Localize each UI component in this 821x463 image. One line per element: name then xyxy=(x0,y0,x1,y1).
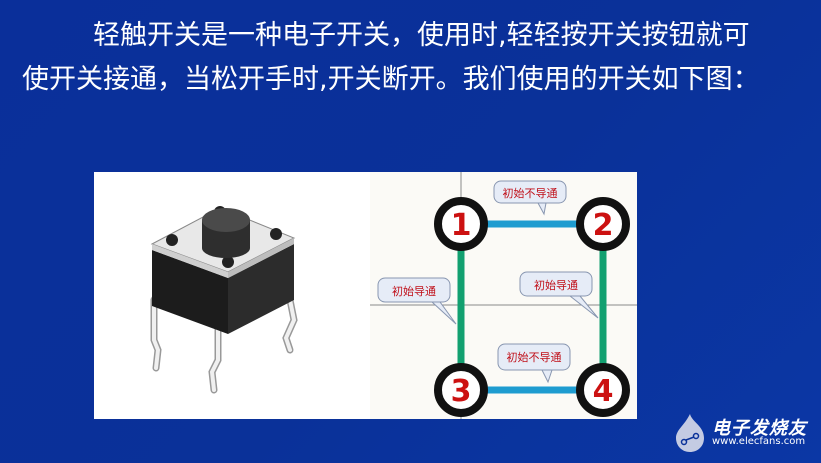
callout-left: 初始导通 xyxy=(377,277,457,325)
watermark: 电子发烧友 www.elecfans.com xyxy=(672,410,821,454)
svg-text:1: 1 xyxy=(451,208,472,243)
watermark-name: 电子发烧友 xyxy=(712,418,807,439)
callout-top: 初始不导通 xyxy=(493,180,567,216)
svg-text:初始不导通: 初始不导通 xyxy=(507,350,562,364)
pin-connection-diagram: 1 2 3 4 初始不导通 初始导通 初始导通 xyxy=(370,172,637,419)
pin-1: 1 xyxy=(434,197,488,251)
tactile-switch-photo xyxy=(94,172,370,419)
pin-3: 3 xyxy=(434,363,488,417)
svg-text:3: 3 xyxy=(451,374,472,409)
paragraph-line-2: 使开关接通，当松开手时,开关断开。我们使用的开关如下图： xyxy=(22,64,760,95)
svg-text:4: 4 xyxy=(593,374,614,409)
svg-text:2: 2 xyxy=(593,208,614,243)
svg-text:初始不导通: 初始不导通 xyxy=(503,186,558,200)
paragraph-line-1: 轻触开关是一种电子开关，使用时,轻轻按开关按钮就可 xyxy=(93,20,750,51)
elecfans-logo-icon xyxy=(676,414,704,452)
tactile-switch-icon xyxy=(150,206,298,394)
callout-right: 初始导通 xyxy=(519,271,599,319)
paragraph: 轻触开关是一种电子开关，使用时,轻轻按开关按钮就可 使开关接通，当松开手时,开关… xyxy=(0,14,821,102)
pin-2: 2 xyxy=(576,197,630,251)
pin-4: 4 xyxy=(576,363,630,417)
svg-text:初始导通: 初始导通 xyxy=(392,284,436,298)
watermark-url: www.elecfans.com xyxy=(712,436,806,447)
svg-text:初始导通: 初始导通 xyxy=(534,278,578,292)
callout-bottom: 初始不导通 xyxy=(497,343,571,384)
